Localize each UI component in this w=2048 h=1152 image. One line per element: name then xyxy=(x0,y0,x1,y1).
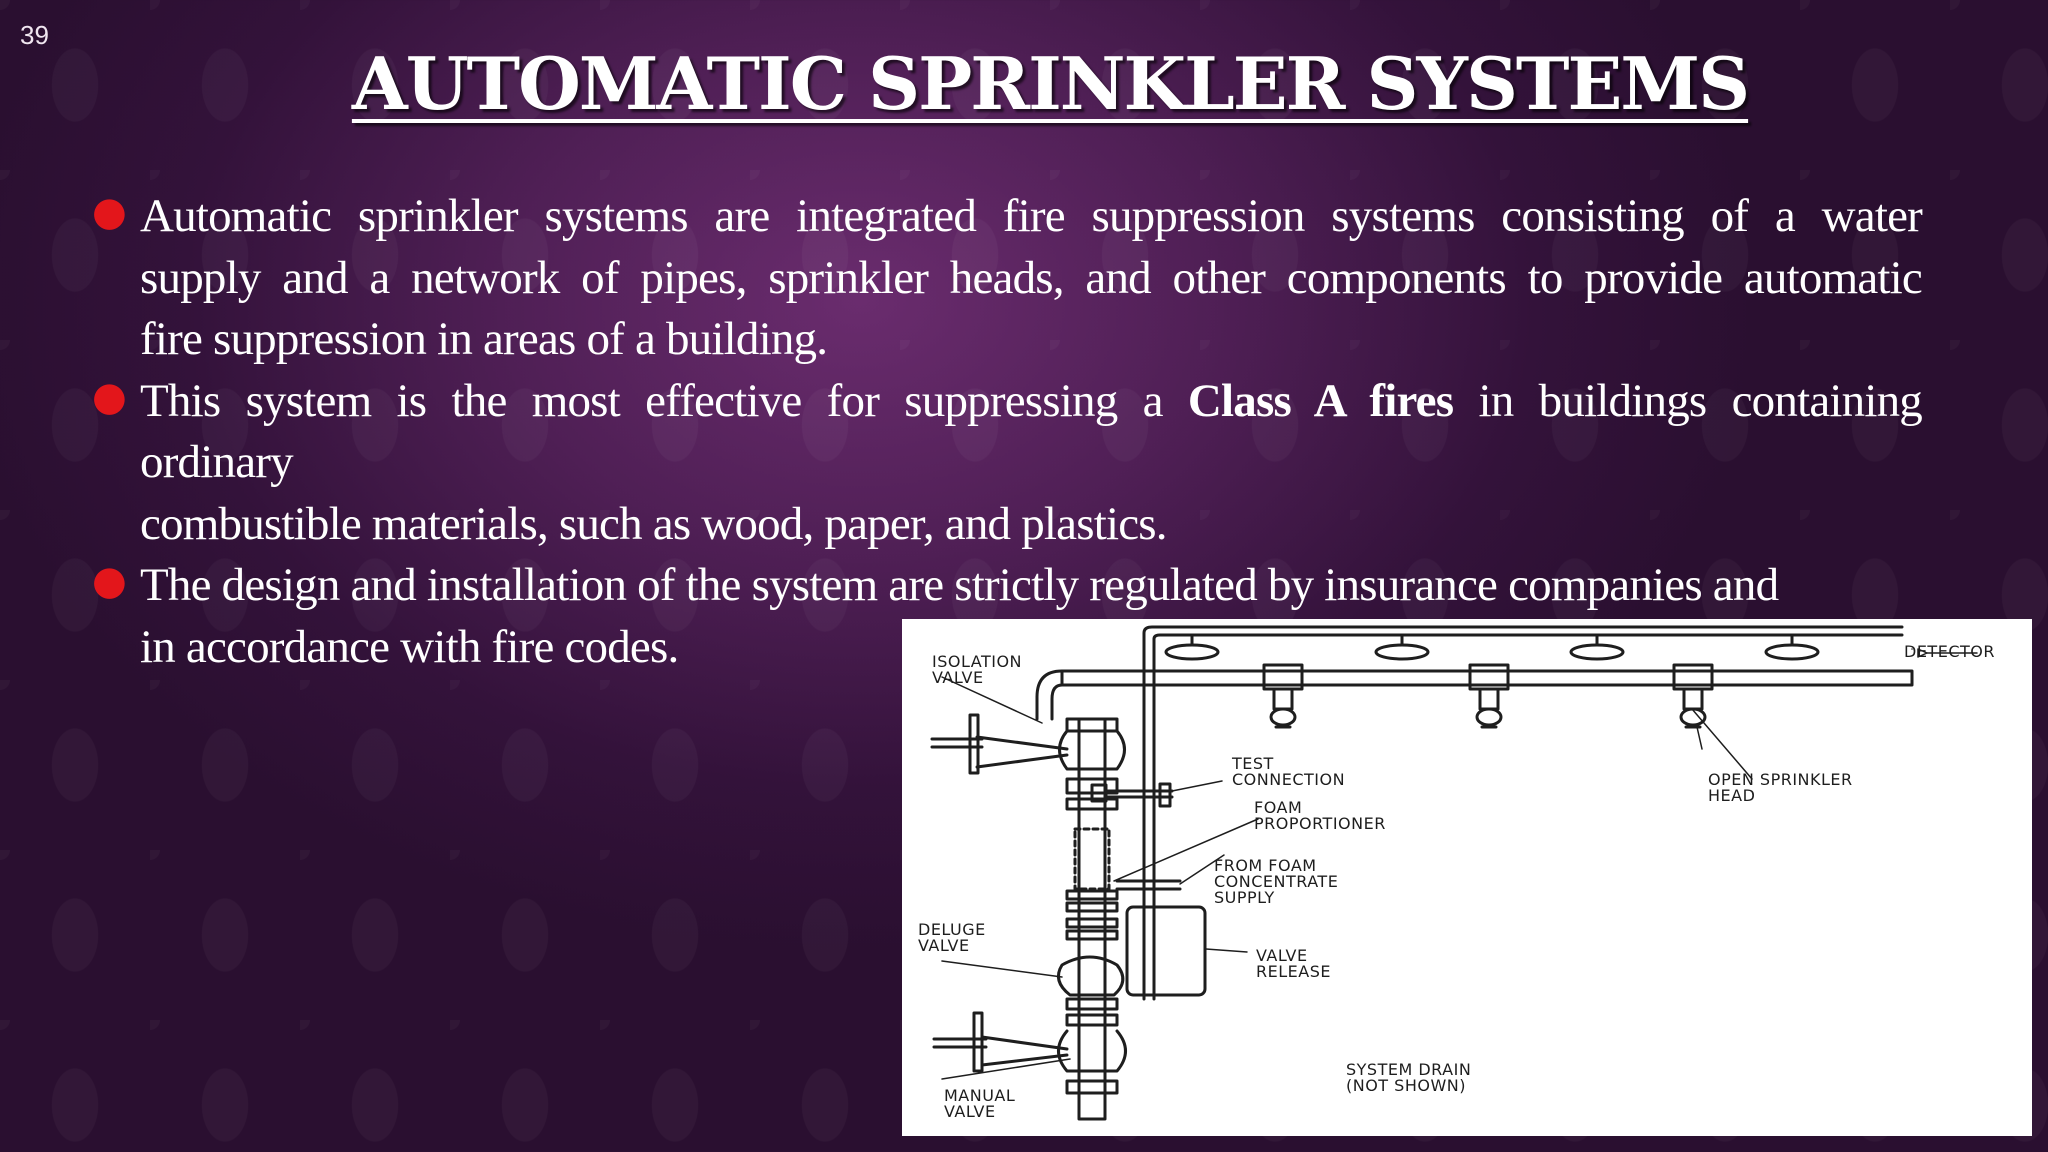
bullet-text-line: supply and a network of pipes, sprinkler… xyxy=(140,251,1923,304)
label-valve-release: VALVE xyxy=(1256,946,1308,965)
label-valve-release: RELEASE xyxy=(1256,962,1331,981)
sprinkler-system-diagram: ISOLATION VALVE DETECTOR TEST CONNECTION… xyxy=(902,619,2032,1136)
bullet-list: ● Automatic sprinkler systems are integr… xyxy=(88,186,1923,678)
label-foam-proportioner: PROPORTIONER xyxy=(1254,814,1386,833)
bullet-text-line: ordinary xyxy=(140,436,294,488)
label-isolation-valve: ISOLATION xyxy=(932,652,1022,671)
bullet-text-line: combustible materials, such as wood, pap… xyxy=(140,497,1168,550)
label-from-foam-concentrate-supply: SUPPLY xyxy=(1214,888,1275,907)
isolation-valve-icon xyxy=(1058,729,1126,771)
label-foam-proportioner: FOAM xyxy=(1254,798,1302,817)
bullet-text: This system is the most effective for su… xyxy=(140,374,1188,427)
detector-line xyxy=(1142,625,1904,1001)
label-deluge-valve: DELUGE xyxy=(918,920,986,939)
bullet-item: ● Automatic sprinkler systems are integr… xyxy=(88,186,1923,371)
label-from-foam-concentrate-supply: FROM FOAM xyxy=(1214,856,1317,875)
deluge-valve-icon xyxy=(1056,955,1125,997)
bullet-dot-icon: ● xyxy=(92,189,127,235)
manual-valve-icon xyxy=(1057,1029,1127,1073)
label-detector: DETECTOR xyxy=(1904,642,1995,661)
main-pipe xyxy=(1060,669,1914,687)
label-manual-valve: VALVE xyxy=(944,1102,996,1121)
label-test-connection: CONNECTION xyxy=(1232,770,1345,789)
label-manual-valve: MANUAL xyxy=(944,1086,1015,1105)
label-system-drain: (NOT SHOWN) xyxy=(1346,1076,1466,1095)
bullet-text-line: The design and installation of the syste… xyxy=(140,559,1779,611)
label-isolation-valve: VALVE xyxy=(932,668,984,687)
foam-proportioner-icon xyxy=(1073,827,1111,891)
bullet-text-line: This system is the most effective for su… xyxy=(140,371,1923,433)
bullet-dot-icon: ● xyxy=(92,558,127,604)
valve-release-box xyxy=(1125,905,1207,997)
bullet-dot-icon: ● xyxy=(92,373,127,420)
label-system-drain: SYSTEM DRAIN xyxy=(1346,1060,1471,1079)
slide-number: 39 xyxy=(20,20,49,50)
bullet-text: in buildings containing xyxy=(1453,374,1922,427)
bullet-text-line: fire suppression in areas of a building. xyxy=(140,313,828,365)
sprinkler-head-icon xyxy=(1262,663,1714,729)
diagram-drawing: ISOLATION VALVE DETECTOR TEST CONNECTION… xyxy=(918,625,1995,1121)
label-from-foam-concentrate-supply: CONCENTRATE xyxy=(1214,872,1338,891)
label-test-connection: TEST xyxy=(1231,754,1274,773)
bullet-text-line: in accordance with fire codes. xyxy=(140,620,679,673)
label-open-sprinkler-head: OPEN SPRINKLER xyxy=(1708,770,1853,789)
slide-title: AUTOMATIC SPRINKLER SYSTEMS xyxy=(351,41,1750,126)
bullet-bold-text: Class A fires xyxy=(1187,374,1454,427)
bullet-item: ● The design and installation of the sys… xyxy=(88,555,1922,678)
label-deluge-valve: VALVE xyxy=(918,936,970,955)
detector-icon xyxy=(1164,633,1820,661)
bullet-text-line: Automatic sprinkler systems are integrat… xyxy=(140,190,1923,242)
label-open-sprinkler-head: HEAD xyxy=(1708,786,1755,805)
bullet-item: ● This system is the most effective for … xyxy=(88,371,1923,556)
